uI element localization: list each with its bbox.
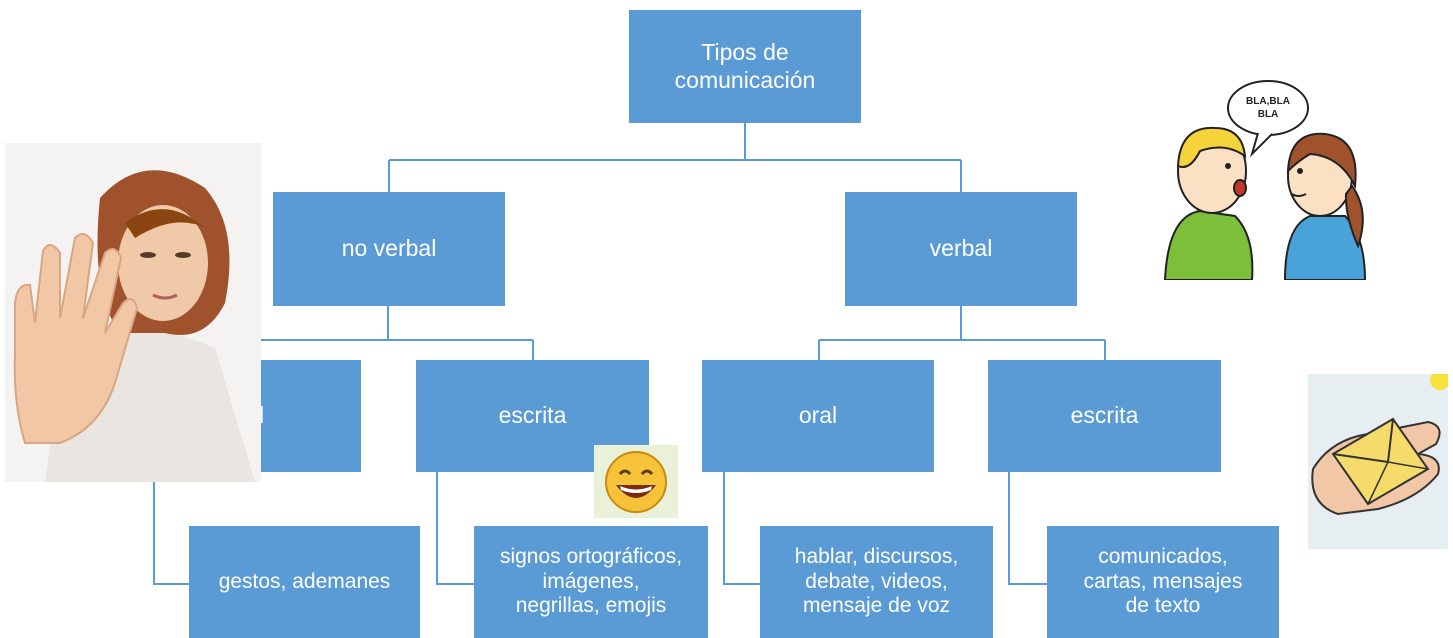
woman-stop-gesture-image	[5, 143, 261, 482]
connector-detail-4	[1008, 472, 1047, 585]
hand-envelope-image	[1308, 374, 1448, 549]
speech-bubble-text: BLA,BLA	[1246, 96, 1290, 107]
laughing-emoji-icon	[594, 445, 678, 518]
connector-detail-1	[153, 472, 189, 585]
connector-detail-2	[436, 472, 474, 585]
connector-root	[388, 123, 962, 192]
branch-node-no-verbal: no verbal	[273, 192, 505, 306]
connector-verbal	[818, 306, 1106, 360]
node-verbal-oral: oral	[702, 360, 934, 472]
people-talking-image: BLA,BLA BLA	[1160, 76, 1370, 280]
connector-detail-3	[723, 472, 760, 585]
detail-verbal-escrita: comunicados, cartas, mensajes de texto	[1047, 526, 1279, 638]
root-node: Tipos de comunicación	[629, 10, 861, 123]
detail-verbal-oral: hablar, discursos, debate, videos, mensa…	[760, 526, 993, 638]
detail-noverbal-escrita: signos ortográficos, imágenes, negrillas…	[474, 526, 708, 638]
detail-noverbal-oral: gestos, ademanes	[189, 526, 420, 638]
node-verbal-escrita: escrita	[988, 360, 1221, 472]
svg-text:BLA: BLA	[1258, 109, 1279, 120]
branch-node-verbal: verbal	[845, 192, 1077, 306]
connector-noverbal	[244, 306, 534, 360]
